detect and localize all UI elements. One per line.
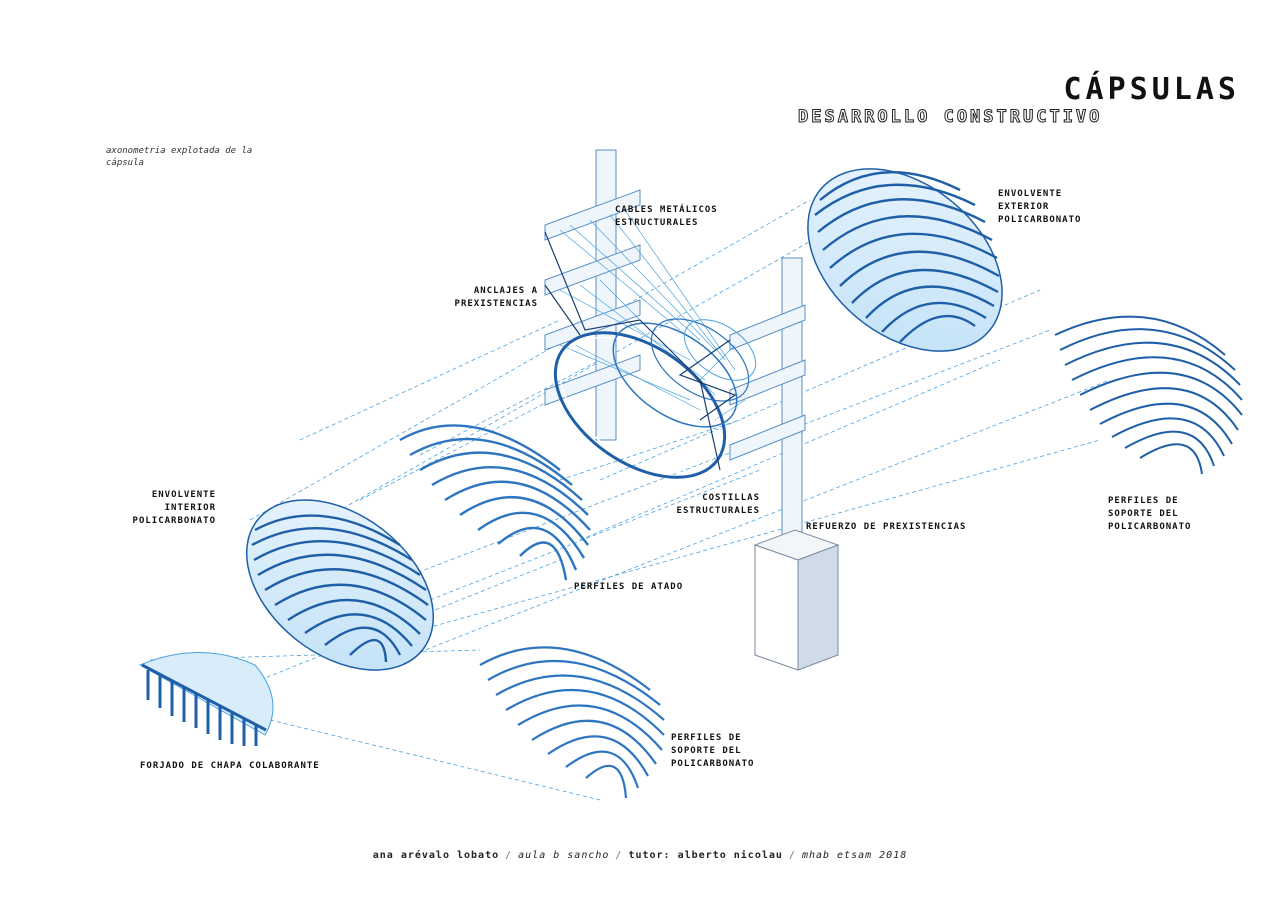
footer-class: aula b sancho	[518, 850, 610, 861]
label-envolvente-exterior: ENVOLVENTE EXTERIOR POLICARBONATO	[998, 189, 1082, 225]
page-subtitle: DESARROLLO CONSTRUCTIVO	[797, 107, 1103, 128]
interior-envelope-shell	[245, 499, 435, 671]
label-envolvente-interior: ENVOLVENTE INTERIOR POLICARBONATO	[132, 490, 216, 526]
composite-slab	[138, 652, 274, 746]
prexistence-frame-left	[544, 149, 641, 441]
prexistence-frame-right	[729, 257, 806, 539]
pedestal-block	[753, 529, 840, 671]
label-perfiles-atado: PERFILES DE ATADO	[574, 582, 684, 592]
label-cables: CABLES METÁLICOS ESTRUCTURALES	[615, 205, 718, 228]
structural-ribs-ring	[544, 231, 757, 479]
drawing-caption: axonometria explotada de la cápsula	[106, 146, 253, 168]
label-perfiles-soporte-bottom: PERFILES DE SOPORTE DEL POLICARBONATO	[671, 733, 755, 769]
label-perfiles-soporte-right: PERFILES DE SOPORTE DEL POLICARBONATO	[1108, 496, 1192, 532]
support-profiles-right	[1054, 315, 1243, 475]
label-refuerzo: REFUERZO DE PREXISTENCIAS	[806, 522, 967, 532]
label-costillas: COSTILLAS ESTRUCTURALES	[676, 493, 760, 516]
label-forjado: FORJADO DE CHAPA COLABORANTE	[140, 761, 320, 771]
credits-footer: ana arévalo lobato/aula b sancho/tutor: …	[372, 850, 908, 861]
footer-tutor: tutor: alberto nicolau	[628, 850, 783, 861]
page-title: CÁPSULAS	[1063, 72, 1240, 107]
footer-author: ana arévalo lobato	[372, 850, 500, 861]
label-anclajes: ANCLAJES A PREXISTENCIAS	[454, 286, 538, 309]
exterior-envelope-shell	[807, 168, 1003, 352]
tie-profiles	[399, 424, 591, 581]
footer-program: mhab etsam 2018	[801, 850, 908, 861]
support-profiles-bottom	[479, 646, 665, 799]
